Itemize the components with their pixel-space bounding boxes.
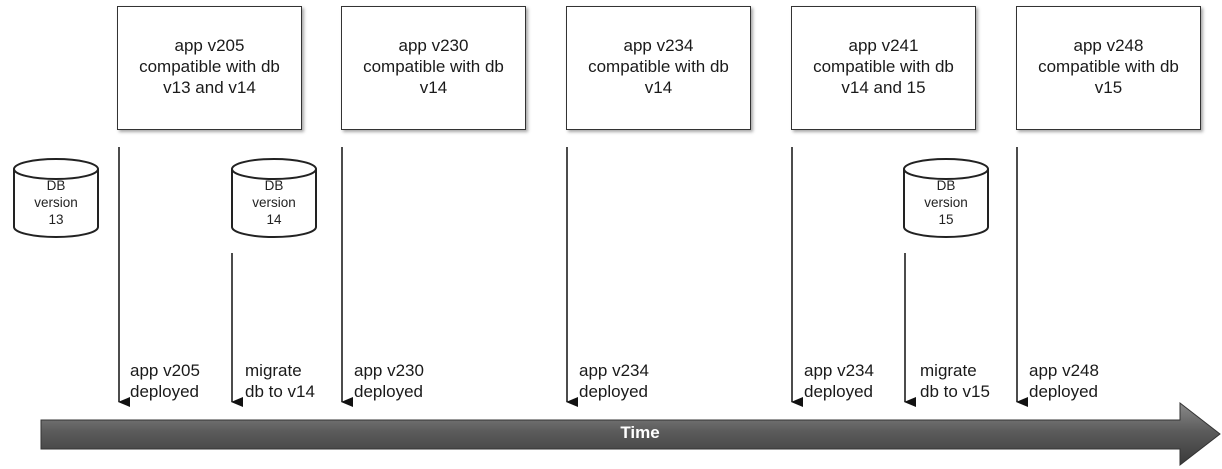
database-label: DB version 14 bbox=[252, 178, 296, 227]
event-label-app-v248-deployed: app v248 deployed bbox=[1029, 361, 1099, 401]
event-label-migrate-db-v15: migrate db to v15 bbox=[920, 361, 990, 401]
box-text: app v205 compatible with db v13 and v14 bbox=[139, 36, 280, 97]
event-label-app-v205-deployed: app v205 deployed bbox=[130, 361, 200, 401]
app-version-box-v234: app v234 compatible with db v14 bbox=[566, 6, 751, 130]
event-label-app-v234-deployed-2: app v234 deployed bbox=[804, 361, 874, 401]
database-label: DB version 15 bbox=[924, 178, 968, 227]
box-text: app v248 compatible with db v15 bbox=[1038, 36, 1179, 97]
event-label-app-v234-deployed: app v234 deployed bbox=[579, 361, 649, 401]
database-icon bbox=[903, 158, 989, 238]
time-axis-label: Time bbox=[620, 423, 660, 442]
database-label: DB version 13 bbox=[34, 178, 78, 227]
database-cylinder-v14: DB version 14 bbox=[230, 157, 318, 239]
database-cylinder-v13: DB version 13 bbox=[12, 157, 100, 239]
app-version-box-v241: app v241 compatible with db v14 and 15 bbox=[791, 6, 976, 130]
database-cylinder-v15: DB version 15 bbox=[902, 157, 990, 239]
box-text: app v241 compatible with db v14 and 15 bbox=[813, 36, 954, 97]
app-version-box-v205: app v205 compatible with db v13 and v14 bbox=[117, 6, 302, 130]
database-icon bbox=[13, 158, 99, 238]
box-text: app v230 compatible with db v14 bbox=[363, 36, 504, 97]
event-label-app-v230-deployed: app v230 deployed bbox=[354, 361, 424, 401]
box-text: app v234 compatible with db v14 bbox=[588, 36, 729, 97]
app-version-box-v248: app v248 compatible with db v15 bbox=[1016, 6, 1201, 130]
app-version-box-v230: app v230 compatible with db v14 bbox=[341, 6, 526, 130]
event-label-migrate-db-v14: migrate db to v14 bbox=[245, 361, 315, 401]
database-icon bbox=[231, 158, 317, 238]
